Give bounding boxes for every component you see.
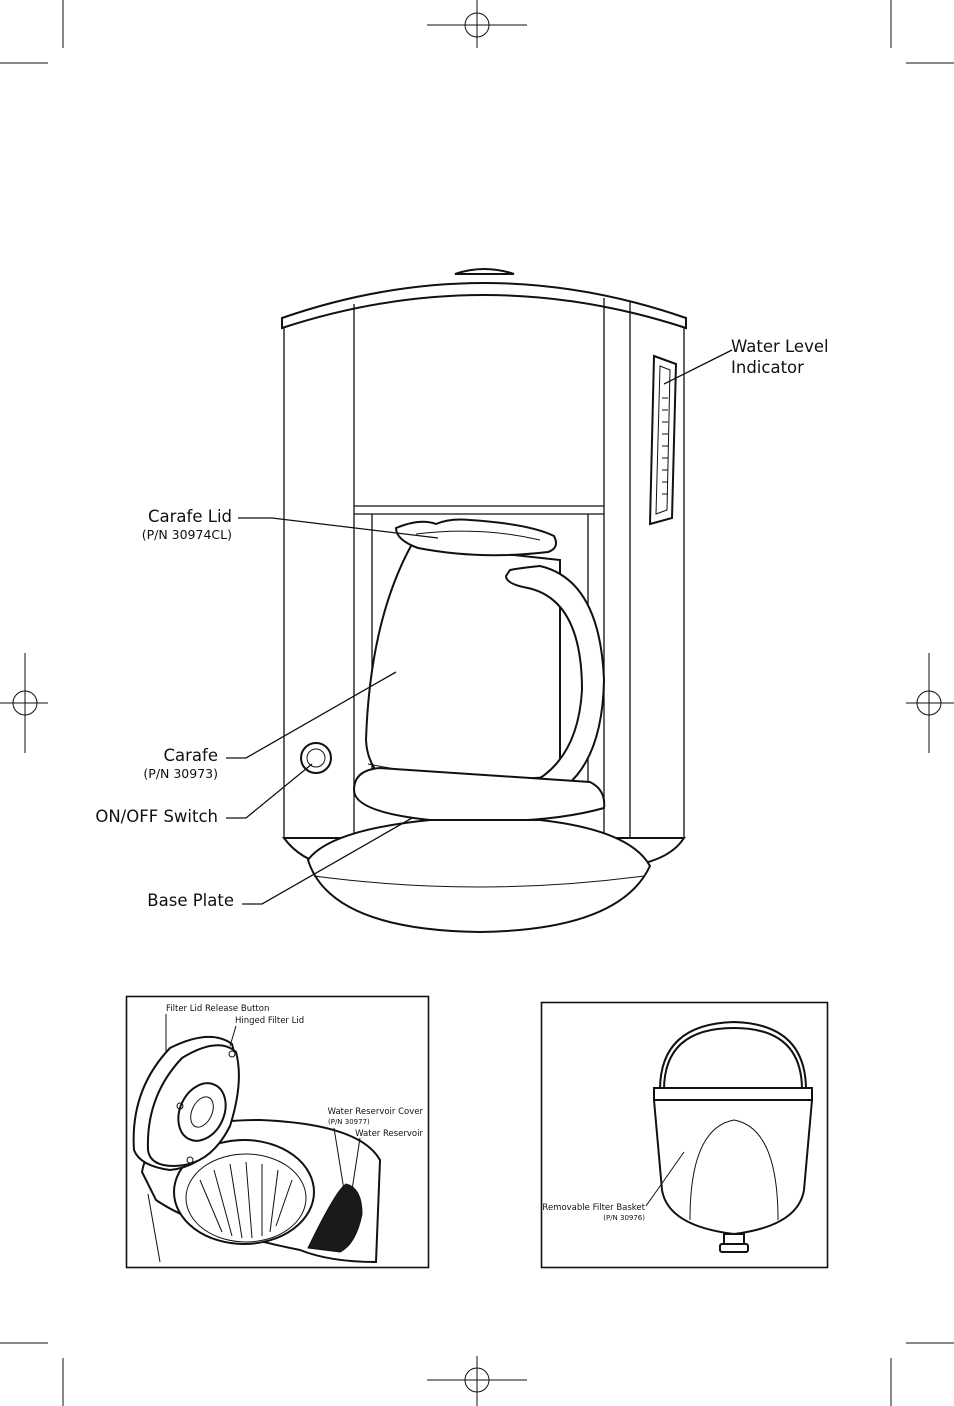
coffee-maker-drawing [281, 268, 687, 934]
registration-mark-bottom [427, 1356, 527, 1406]
on-off-switch-label: ON/OFF Switch [95, 807, 218, 826]
registration-mark-top [427, 0, 527, 48]
carafe-lid-label: Carafe Lid [148, 507, 232, 526]
filter-basket-inset [540, 1001, 829, 1269]
base-plate-label: Base Plate [147, 891, 234, 910]
water-reservoir-cover-label: Water Reservoir Cover [328, 1107, 424, 1117]
leader-lines-main [226, 349, 733, 905]
filter-lid-inset [125, 995, 430, 1269]
leader-lines-filter-lid [165, 1014, 361, 1191]
filter-ribs [199, 1161, 293, 1239]
water-level-label-line2: Indicator [731, 358, 804, 377]
hinged-filter-lid-label: Hinged Filter Lid [235, 1016, 304, 1026]
carafe-part-number: (P/N 30973) [143, 766, 218, 781]
filter-lid-release-label: Filter Lid Release Button [166, 1004, 269, 1014]
water-level-ticks [662, 397, 668, 495]
carafe-label: Carafe [164, 746, 219, 765]
water-level-label-line1: Water Level [731, 337, 829, 356]
carafe-lid-part-number: (P/N 30974CL) [142, 527, 232, 542]
water-reservoir-label: Water Reservoir [355, 1129, 423, 1139]
registration-mark-right [906, 653, 954, 753]
removable-filter-basket-part-number: (P/N 30976) [603, 1214, 645, 1222]
registration-mark-left [0, 653, 48, 753]
water-reservoir-cover-part-number: (P/N 30977) [328, 1118, 370, 1126]
removable-filter-basket-label: Removable Filter Basket [542, 1203, 645, 1213]
leader-lines-filter-basket [645, 1151, 685, 1207]
